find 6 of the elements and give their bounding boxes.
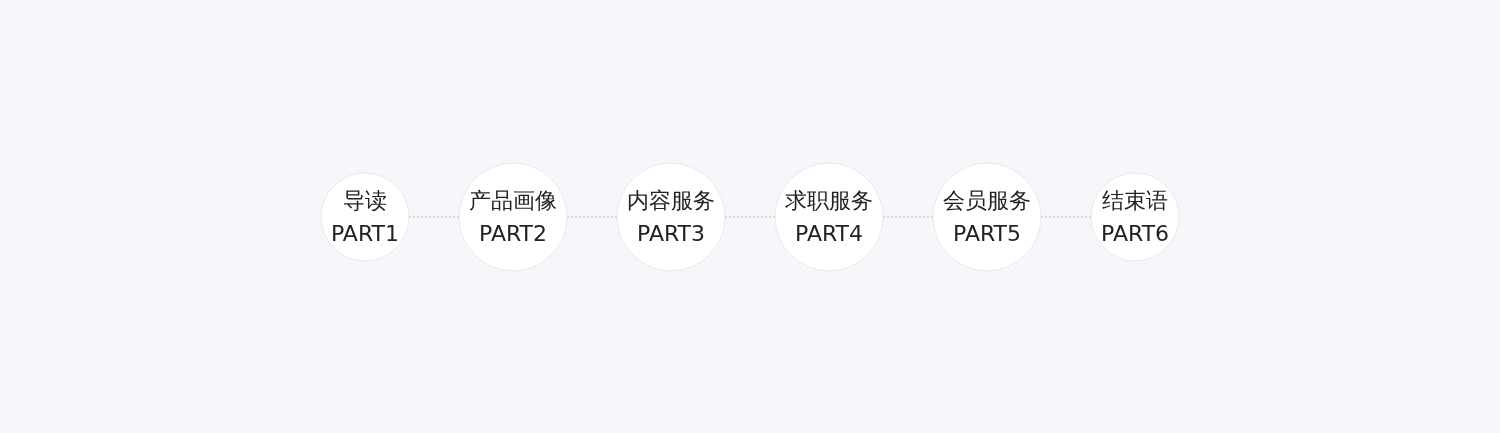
node-circle: 导读 PART1 [320,172,410,261]
node-circle: 内容服务 PART3 [616,162,726,271]
node-circle: 产品画像 PART2 [458,162,568,271]
node-circle: 结束语 PART6 [1090,172,1180,261]
node-circle: 会员服务 PART5 [932,162,1042,271]
node-circle: 求职服务 PART4 [774,162,884,271]
